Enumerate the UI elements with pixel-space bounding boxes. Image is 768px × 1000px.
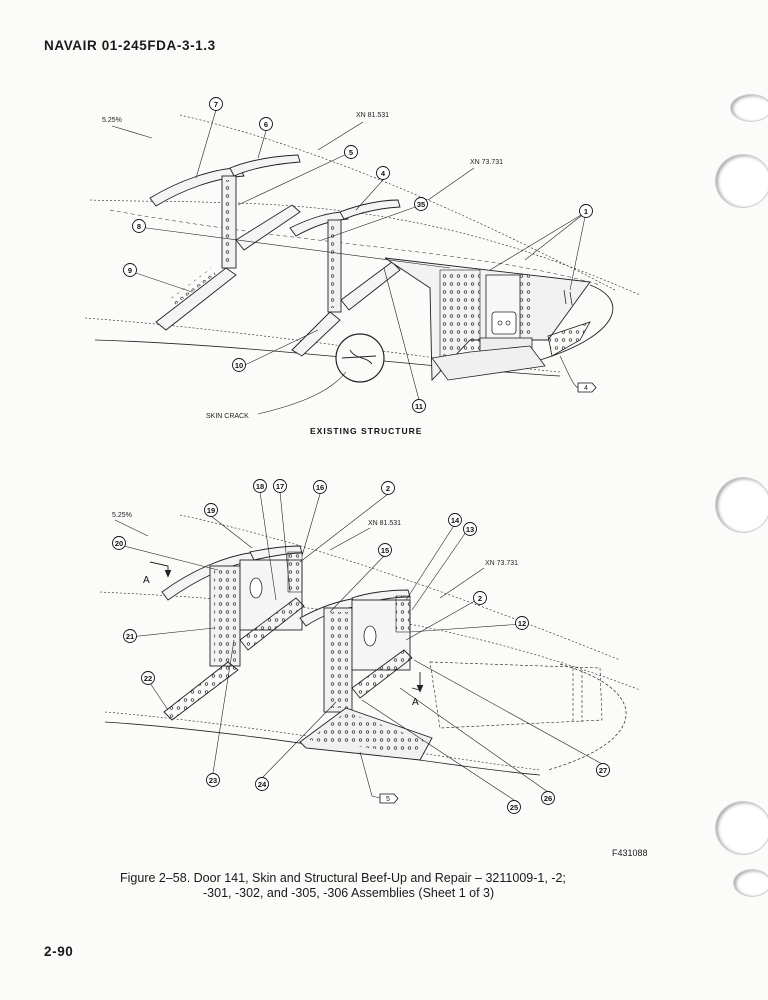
callout-20: 20 xyxy=(112,536,126,550)
svg-text:14: 14 xyxy=(451,516,460,525)
section-a-left-label: A xyxy=(143,575,150,586)
top-xn-81-label: XN 81.531 xyxy=(356,112,389,119)
bottom-view-drawing xyxy=(99,491,641,801)
document-number-header: NAVAIR 01-245FDA-3-1.3 xyxy=(44,38,216,53)
skin-crack-label: SKIN CRACK xyxy=(206,413,249,420)
svg-text:18: 18 xyxy=(256,482,264,491)
svg-text:17: 17 xyxy=(276,482,284,491)
binder-hole-3 xyxy=(716,478,768,532)
svg-text:35: 35 xyxy=(417,200,425,209)
callout-4: 4 xyxy=(376,166,390,180)
callout-23: 23 xyxy=(206,773,220,787)
callout-6: 6 xyxy=(259,117,273,131)
top-callouts: 7 6 5 4 35 1 8 9 10 11 xyxy=(123,97,593,413)
page-number: 2-90 xyxy=(44,944,74,959)
svg-text:24: 24 xyxy=(258,780,267,789)
bottom-callouts: 18 17 16 2 19 20 15 14 13 2 12 21 22 23 … xyxy=(112,479,610,814)
bottom-xn-73-label: XN 73.731 xyxy=(485,560,518,567)
callout-10: 10 xyxy=(232,358,246,372)
svg-text:2: 2 xyxy=(478,594,482,603)
binder-hole-2 xyxy=(716,155,768,207)
figure-caption: Figure 2–58. Door 141, Skin and Structur… xyxy=(120,871,640,901)
bottom-xn-81-label: XN 81.531 xyxy=(368,520,401,527)
callout-2-lower: 2 xyxy=(473,591,487,605)
svg-text:5: 5 xyxy=(349,148,353,157)
svg-text:23: 23 xyxy=(209,776,217,785)
svg-text:12: 12 xyxy=(518,619,526,628)
callout-22: 22 xyxy=(141,671,155,685)
section-a-right-label: A xyxy=(412,697,419,708)
svg-text:5: 5 xyxy=(386,796,390,803)
svg-text:19: 19 xyxy=(207,506,215,515)
top-flag-note: 4 xyxy=(577,382,597,393)
svg-text:6: 6 xyxy=(264,120,268,129)
top-view-title: EXISTING STRUCTURE xyxy=(310,426,422,436)
svg-text:11: 11 xyxy=(415,402,423,411)
svg-text:10: 10 xyxy=(235,361,243,370)
callout-16: 16 xyxy=(313,480,327,494)
top-view-drawing xyxy=(84,109,641,415)
callout-17: 17 xyxy=(273,479,287,493)
svg-text:4: 4 xyxy=(584,385,588,392)
svg-text:9: 9 xyxy=(128,266,132,275)
callout-25: 25 xyxy=(507,800,521,814)
svg-text:13: 13 xyxy=(466,525,474,534)
svg-text:20: 20 xyxy=(115,539,123,548)
callout-2-upper: 2 xyxy=(381,481,395,495)
bottom-slope-label: 5.25% xyxy=(112,512,132,519)
binder-hole-4 xyxy=(716,802,768,854)
callout-21: 21 xyxy=(123,629,137,643)
callout-7: 7 xyxy=(209,97,223,111)
binder-hole-1 xyxy=(731,95,768,121)
callout-13: 13 xyxy=(463,522,477,536)
svg-text:16: 16 xyxy=(316,483,324,492)
svg-text:26: 26 xyxy=(544,794,552,803)
callout-27: 27 xyxy=(596,763,610,777)
callout-9: 9 xyxy=(123,263,137,277)
callout-12: 12 xyxy=(515,616,529,630)
svg-text:15: 15 xyxy=(381,546,389,555)
svg-text:8: 8 xyxy=(137,222,141,231)
svg-text:21: 21 xyxy=(126,632,134,641)
svg-text:27: 27 xyxy=(599,766,607,775)
callout-26: 26 xyxy=(541,791,555,805)
callout-35: 35 xyxy=(414,197,428,211)
top-xn-73-label: XN 73.731 xyxy=(470,159,503,166)
svg-text:7: 7 xyxy=(214,100,218,109)
svg-text:2: 2 xyxy=(386,484,390,493)
svg-text:25: 25 xyxy=(510,803,518,812)
top-slope-label: 5.25% xyxy=(102,117,122,124)
callout-15: 15 xyxy=(378,543,392,557)
binder-hole-5 xyxy=(734,870,768,896)
callout-18: 18 xyxy=(253,479,267,493)
svg-text:1: 1 xyxy=(584,207,588,216)
caption-line-2: -301, -302, and -305, -306 Assemblies (S… xyxy=(203,886,495,900)
callout-8: 8 xyxy=(132,219,146,233)
svg-text:22: 22 xyxy=(144,674,152,683)
callout-14: 14 xyxy=(448,513,462,527)
bottom-flag-note: 5 xyxy=(379,793,399,804)
callout-24: 24 xyxy=(255,777,269,791)
svg-text:4: 4 xyxy=(381,169,386,178)
callout-5: 5 xyxy=(344,145,358,159)
callout-11: 11 xyxy=(412,399,426,413)
figure-id: F431088 xyxy=(612,848,648,858)
callout-1: 1 xyxy=(579,204,593,218)
caption-line-1: Figure 2–58. Door 141, Skin and Structur… xyxy=(120,871,566,885)
callout-19: 19 xyxy=(204,503,218,517)
